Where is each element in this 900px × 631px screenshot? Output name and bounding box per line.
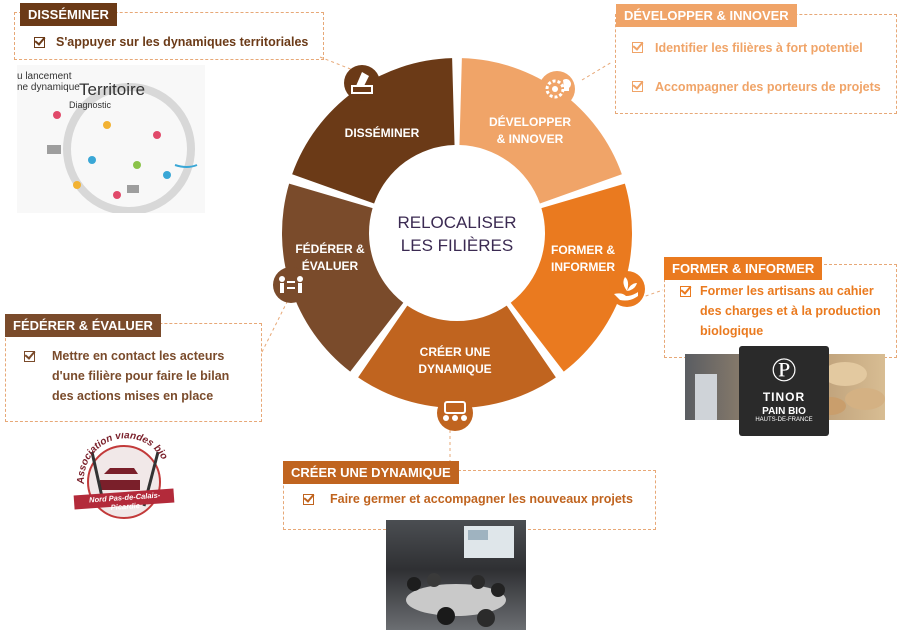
wheel-label-former-2: INFORMER — [551, 260, 615, 274]
meeting-photo — [386, 520, 526, 630]
disseminer-icon — [344, 65, 380, 101]
disseminer-title: DISSÉMINER — [20, 3, 117, 26]
developper-title: DÉVELOPPER & INNOVER — [616, 4, 797, 27]
wheel-label-creer-2: DYNAMIQUE — [418, 362, 491, 376]
developper-item-1: Identifier les filières à fort potentiel — [655, 41, 863, 55]
wheel-segments — [282, 58, 632, 408]
disseminer-check-icon — [34, 37, 45, 48]
segment-creer — [358, 305, 556, 408]
territoire-side-2: ne dynamique — [17, 82, 80, 93]
tinor-line1: PAIN BIO — [762, 406, 806, 417]
wheel-label-federer-1: FÉDÉRER & — [295, 241, 365, 256]
disseminer-item-1: S'appuyer sur les dynamiques territorial… — [56, 35, 309, 49]
former-item-line-1: Former les artisans au cahier — [700, 284, 874, 298]
segment-former — [510, 183, 632, 372]
segment-disseminer — [292, 58, 455, 204]
gear-bulb-icon — [539, 71, 575, 107]
center-title-line1: RELOCALISER — [397, 213, 516, 232]
federer-check-icon — [24, 351, 35, 362]
center-title-line2: LES FILIÈRES — [401, 236, 513, 255]
developper-item-2: Accompagner des porteurs de projets — [655, 80, 881, 94]
creer-item-1: Faire germer et accompagner les nouveaux… — [330, 492, 633, 506]
tinor-brand: TINOR — [762, 390, 806, 404]
former-item-line-2: des charges et à la production — [700, 304, 881, 318]
wheel-label-former-1: FORMER & — [551, 243, 615, 257]
association-logo: Association viandes bio Nord Pas-de-Cala… — [70, 430, 180, 520]
creer-title: CRÉER UNE DYNAMIQUE — [283, 461, 459, 484]
tinor-p-glyph: ℗ — [771, 352, 797, 389]
territoire-title: Territoire — [79, 80, 146, 99]
developper-check-icon-1 — [632, 42, 643, 53]
wheel-label-creer-1: CRÉER UNE — [420, 344, 491, 359]
segment-developper — [459, 58, 622, 204]
former-item-line-3: biologique — [700, 324, 764, 338]
wheel-label-federer-2: ÉVALUER — [302, 258, 359, 273]
developper-check-icon-2 — [632, 81, 643, 92]
hand-plant-icon — [609, 271, 645, 307]
tinor-logo: ℗ TINOR PAIN BIO HAUTS-DE-FRANCE — [739, 346, 829, 436]
wheel-label-developper-1: DÉVELOPPER — [489, 114, 571, 129]
people-group-icon — [273, 267, 309, 303]
federer-item-line-3: des actions mises en place — [52, 389, 214, 403]
people-network-icon — [437, 395, 473, 431]
wheel-label-developper-2: & INNOVER — [497, 132, 564, 146]
creer-check-icon — [303, 494, 314, 505]
territoire-subtitle: Diagnostic — [69, 100, 112, 110]
developper-box — [615, 14, 897, 114]
connector-lines — [261, 56, 664, 465]
tinor-line2: HAUTS-DE-FRANCE — [755, 417, 813, 423]
federer-item-line-2: d'une filière pour faire le bilan — [52, 369, 230, 383]
former-title: FORMER & INFORMER — [664, 257, 823, 280]
wheel-label-disseminer: DISSÉMINER — [345, 125, 420, 140]
federer-title: FÉDÉRER & ÉVALUER — [5, 314, 161, 337]
center-circle — [375, 151, 539, 315]
former-check-icon — [680, 286, 691, 297]
federer-item-line-1: Mettre en contact les acteurs — [52, 349, 225, 363]
territoire-side-1: u lancement — [17, 71, 72, 82]
segment-federer — [282, 183, 404, 372]
territoire-map-drawing — [47, 83, 198, 213]
territoire-image: u lancement ne dynamique Territoire Diag… — [17, 65, 205, 213]
disseminer-box — [14, 12, 324, 60]
